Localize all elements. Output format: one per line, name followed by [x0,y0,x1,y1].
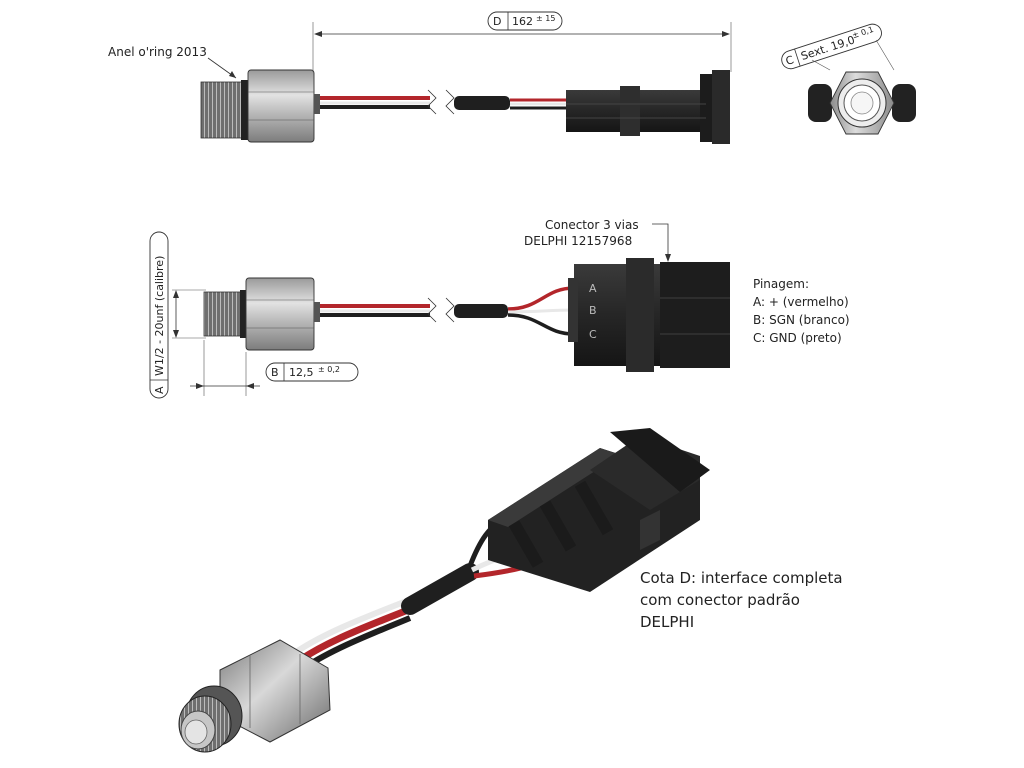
dim-d-tol: ± 15 [536,14,555,23]
sensor-iso [178,639,331,753]
oring-label: Anel o'ring 2013 [108,45,207,59]
middle-sensor-view: A B C [203,258,730,372]
note-line1: Cota D: interface completa [640,569,843,587]
pinout-b: B: SGN (branco) [753,313,850,327]
thread-top [200,81,246,139]
dimension-b: B 12,5 ± 0,2 [190,340,359,396]
dim-b-letter: B [271,366,279,379]
dim-c-letter: C [784,53,796,68]
connector-label-line2: DELPHI 12157968 [524,234,632,248]
end-view: C Sext. 19,0 ± 0,1 [781,23,916,135]
hex-nut-top [247,69,315,143]
cable-gland-top [314,94,320,114]
isometric-view [178,428,710,753]
pin-letter-c: C [589,328,597,341]
pinout-legend: Pinagem: A: + (vermelho) B: SGN (branco)… [753,277,850,345]
dim-d-letter: D [493,15,501,28]
dim-b-tol: ± 0,2 [318,365,340,374]
pin-letter-b: B [589,304,597,317]
heatshrink-iso [401,563,479,615]
heatshrink-top [454,96,510,110]
thread-middle [203,291,247,337]
pinout-a: A: + (vermelho) [753,295,849,309]
hex-nut-middle [245,277,315,351]
pinout-title: Pinagem: [753,277,809,291]
pinout-c: C: GND (preto) [753,331,842,345]
note-block: Cota D: interface completa com conector … [640,569,843,631]
connector-label-line1: Conector 3 vias [545,218,639,232]
dimension-a: A W1/2 - 20unf (calibre) [149,231,206,399]
connector-iso [488,428,710,592]
dim-a-letter: A [153,386,166,394]
pin-letter-a: A [589,282,597,295]
oring-top [241,80,249,140]
note-line2: com conector padrão [640,591,800,609]
top-sensor-view [200,69,730,144]
dim-b-value: 12,5 [289,366,314,379]
dim-d-value: 162 [512,15,533,28]
dimension-d: D 162 ± 15 [312,11,732,72]
note-line3: DELPHI [640,613,694,631]
dim-a-value: W1/2 - 20unf (calibre) [153,256,166,376]
